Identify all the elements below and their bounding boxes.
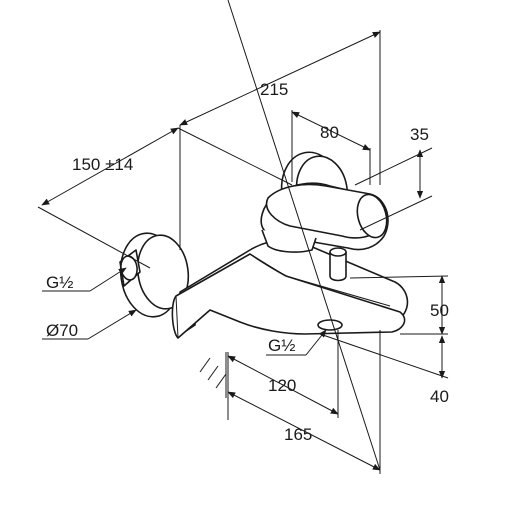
label-80: 80 xyxy=(320,123,339,142)
label-215: 215 xyxy=(260,80,288,99)
label-35: 35 xyxy=(410,125,429,144)
mixer-body xyxy=(171,239,409,339)
label-120: 120 xyxy=(268,376,296,395)
label-40: 40 xyxy=(430,387,449,406)
label-150-tolerance: 150 ±14 xyxy=(72,155,133,174)
spout-outlet xyxy=(317,319,343,331)
label-50: 50 xyxy=(430,301,449,320)
dimension-lines xyxy=(37,0,449,474)
lever-handle xyxy=(260,182,389,253)
label-outlet-thread: G½ xyxy=(268,336,295,355)
label-165: 165 xyxy=(284,425,312,444)
label-rosette-diameter: Ø70 xyxy=(46,321,78,340)
label-inlet-thread: G½ xyxy=(46,273,73,292)
wall-hatch xyxy=(199,352,227,398)
diverter-knob xyxy=(329,247,347,282)
mixer-body-illustration xyxy=(119,151,409,398)
dimension-labels: 215 80 35 150 ±14 G½ Ø70 G½ 120 165 50 4… xyxy=(46,80,449,444)
